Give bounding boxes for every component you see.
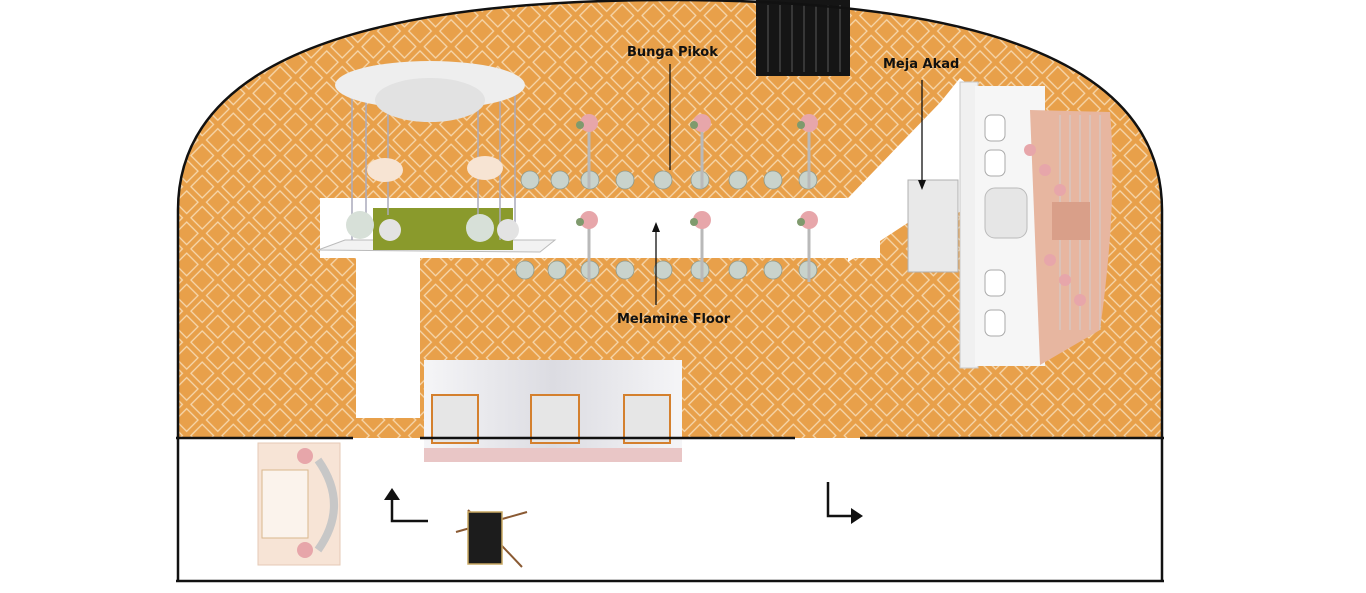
label-melamine-floor: Melamine Floor (617, 222, 731, 327)
hall-outline (176, 0, 1164, 583)
label-meja-akad: Meja Akad (883, 57, 959, 190)
label-bunga-pikok: Bunga Pikok (627, 45, 718, 170)
svg-text:Bunga Pikok: Bunga Pikok (627, 45, 718, 60)
welcome-backdrop (257, 442, 341, 566)
floral-gazebo (317, 61, 557, 253)
arrow-up-head (384, 488, 400, 500)
dark-led-backdrop (756, 0, 850, 76)
svg-text:Melamine Floor: Melamine Floor (617, 312, 731, 327)
bunga-pikok-arrangements (515, 114, 818, 282)
akad-stage (907, 81, 1113, 369)
svg-text:Meja Akad: Meja Akad (883, 57, 959, 72)
arrow-right-head (851, 508, 863, 524)
arrow-right-icon (826, 482, 854, 518)
arrow-up-icon (390, 496, 428, 523)
easel-signboard (455, 509, 528, 568)
photo-backdrop (424, 360, 682, 462)
